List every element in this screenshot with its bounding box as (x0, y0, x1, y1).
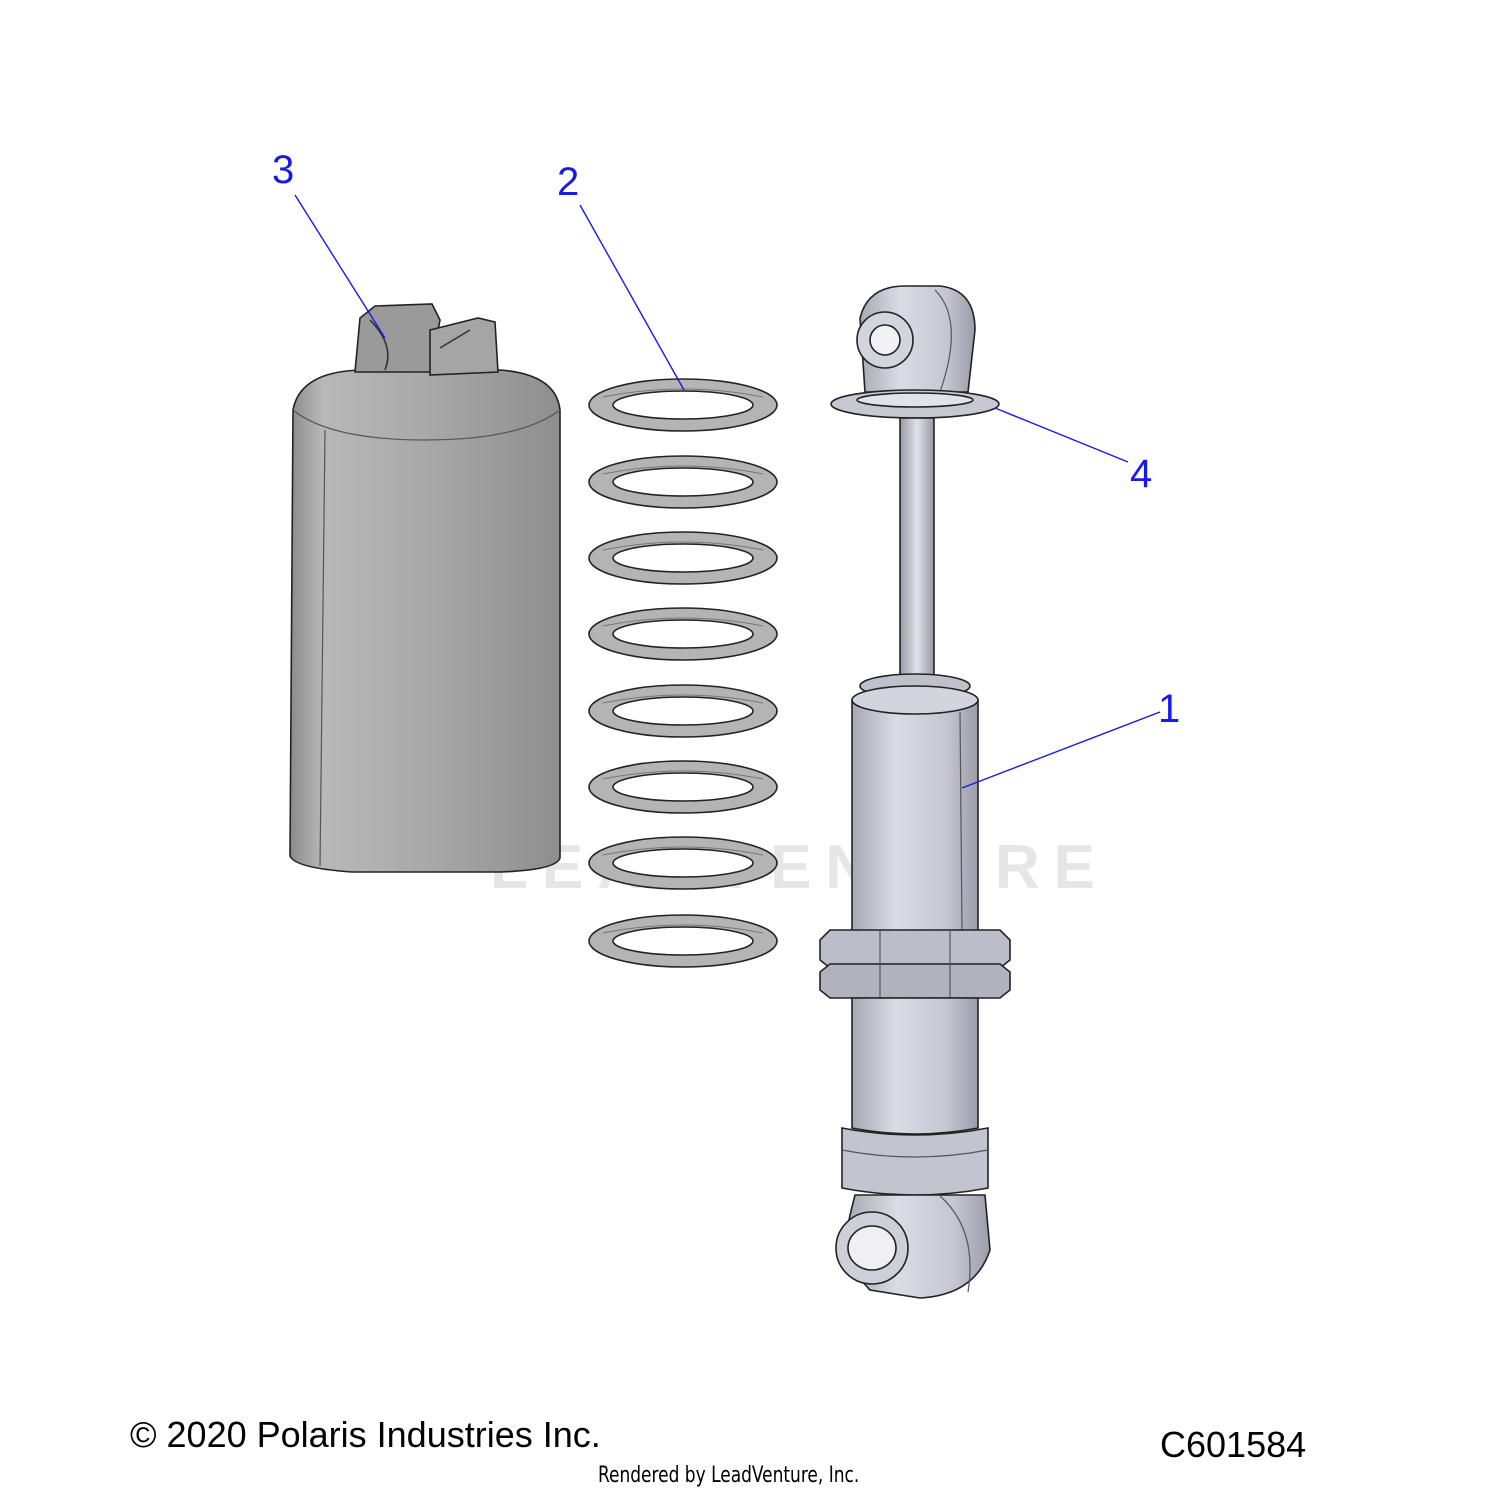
shock-rod (899, 417, 935, 683)
spring-coil (588, 455, 778, 509)
drawing-code: C601584 (1160, 1424, 1307, 1465)
leader-line-1 (961, 711, 1161, 789)
spring-cover-part (289, 303, 561, 873)
leader-line-4 (994, 407, 1129, 463)
spring-coil (588, 836, 778, 890)
callout-3: 3 (272, 148, 294, 192)
callout-4: 4 (1130, 452, 1152, 496)
shock-absorber-part (819, 285, 1011, 1299)
spring-coil (588, 760, 778, 814)
spring-coil (588, 607, 778, 661)
spring-coil (588, 378, 778, 432)
spring-part (588, 378, 778, 968)
callout-1: 1 (1158, 687, 1180, 731)
preload-ring (819, 963, 1011, 999)
spring-coil (588, 684, 778, 738)
callout-2: 2 (557, 160, 579, 204)
watermark-text: LEADVENTURE (490, 833, 1109, 902)
spring-coil (588, 914, 778, 968)
copyright-text: © 2020 Polaris Industries Inc. (130, 1414, 601, 1455)
leader-line-2 (579, 204, 685, 391)
spring-coil (588, 531, 778, 585)
preload-ring (819, 929, 1011, 969)
leader-line-3 (294, 194, 386, 339)
rendered-by-text: Rendered by LeadVenture, Inc. (598, 1463, 860, 1488)
